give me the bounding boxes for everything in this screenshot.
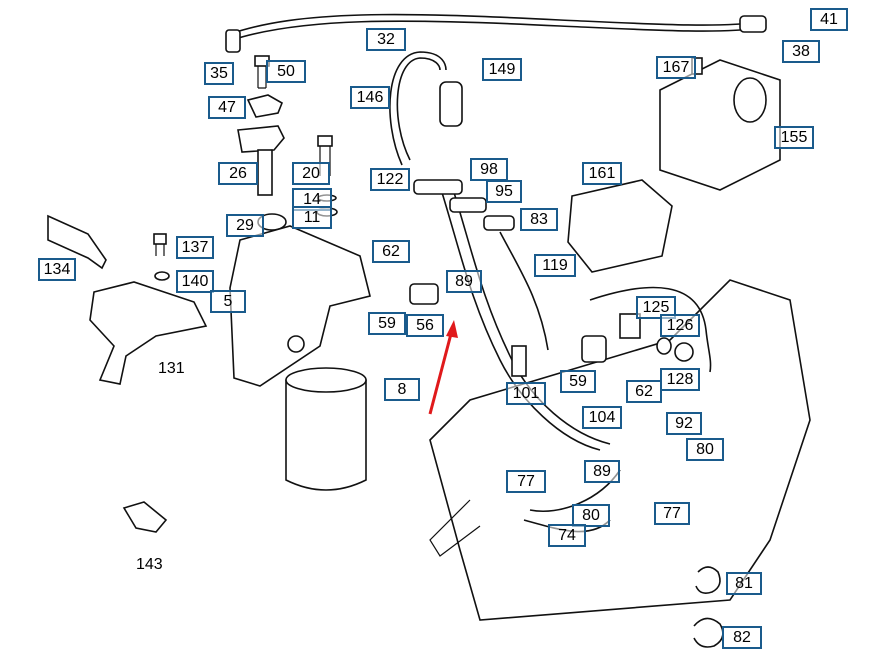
- fuel-line-c: [499, 231, 549, 351]
- fitting-35: [225, 29, 241, 53]
- callout-92[interactable]: 92: [666, 412, 702, 435]
- callout-161[interactable]: 161: [582, 162, 622, 185]
- pump-port: [733, 77, 767, 123]
- callout-81[interactable]: 81: [726, 572, 762, 595]
- callout-167[interactable]: 167: [656, 56, 696, 79]
- pump-shaft: [429, 499, 481, 557]
- callout-62b[interactable]: 62: [626, 380, 662, 403]
- fitting-98: [413, 179, 463, 195]
- bolt-50-shank: [257, 66, 267, 89]
- banjo-125: [619, 313, 641, 339]
- callout-137[interactable]: 137: [176, 236, 214, 259]
- callout-11[interactable]: 11: [292, 206, 332, 229]
- fitting-101: [511, 345, 527, 377]
- label-143: 143: [136, 556, 163, 573]
- bracket-47: [246, 94, 284, 118]
- callout-128[interactable]: 128: [660, 368, 700, 391]
- clamp-82: [693, 617, 724, 648]
- callout-134[interactable]: 134: [38, 258, 76, 281]
- bolt-137-shank: [155, 244, 165, 256]
- callout-125[interactable]: 125: [636, 296, 676, 319]
- washer-140: [154, 271, 170, 281]
- fuel-line-a: [439, 185, 601, 451]
- bolt-137-head: [153, 233, 167, 245]
- fitting-38: [739, 15, 767, 33]
- callout-126[interactable]: 126: [660, 314, 700, 337]
- fitting-95: [449, 197, 487, 213]
- washer-128: [674, 342, 694, 362]
- red-arrow-head: [446, 320, 458, 338]
- callout-41[interactable]: 41: [810, 8, 848, 31]
- fitting-104: [581, 335, 607, 363]
- callout-146[interactable]: 146: [350, 86, 390, 109]
- callout-77[interactable]: 77: [506, 470, 546, 493]
- callout-62[interactable]: 62: [372, 240, 410, 263]
- callout-47[interactable]: 47: [208, 96, 246, 119]
- fitting-56: [409, 283, 439, 305]
- callout-122[interactable]: 122: [370, 168, 410, 191]
- callout-155[interactable]: 155: [774, 126, 814, 149]
- hose-146-inner: [389, 51, 447, 166]
- label-131: 131: [158, 360, 185, 377]
- bracket-134: [47, 214, 107, 270]
- callout-29[interactable]: 29: [226, 214, 264, 237]
- callout-98[interactable]: 98: [470, 158, 508, 181]
- callout-101[interactable]: 101: [506, 382, 546, 405]
- callout-80[interactable]: 80: [686, 438, 724, 461]
- callout-35[interactable]: 35: [204, 62, 234, 85]
- washer-126: [656, 337, 672, 355]
- gasket-161: [567, 179, 673, 273]
- oil-filter-top: [285, 367, 367, 393]
- clamp-81: [695, 566, 721, 594]
- bolt-20-head: [317, 135, 333, 147]
- red-arrow-shaft: [428, 329, 454, 415]
- stud-26: [257, 149, 273, 196]
- vacuum-pump-155: [659, 59, 781, 191]
- callout-59[interactable]: 59: [368, 312, 406, 335]
- callout-82[interactable]: 82: [722, 626, 762, 649]
- callout-80b[interactable]: 80: [572, 504, 610, 527]
- bracket-131: [89, 281, 208, 385]
- flange-26: [237, 125, 285, 153]
- callout-56[interactable]: 56: [406, 314, 444, 337]
- callout-89[interactable]: 89: [446, 270, 482, 293]
- callout-8[interactable]: 8: [384, 378, 420, 401]
- callout-104[interactable]: 104: [582, 406, 622, 429]
- vacuum-line-top-inner: [231, 20, 761, 41]
- callout-59b[interactable]: 59: [560, 370, 596, 393]
- clip-143: [122, 501, 168, 533]
- callout-119[interactable]: 119: [534, 254, 576, 277]
- callout-83[interactable]: 83: [520, 208, 558, 231]
- callout-32[interactable]: 32: [366, 28, 406, 51]
- callout-140[interactable]: 140: [176, 270, 214, 293]
- callout-38[interactable]: 38: [782, 40, 820, 63]
- callout-26[interactable]: 26: [218, 162, 258, 185]
- callout-89b[interactable]: 89: [584, 460, 620, 483]
- callout-149[interactable]: 149: [482, 58, 522, 81]
- callout-74[interactable]: 74: [548, 524, 586, 547]
- housing-port: [287, 335, 305, 353]
- filter-housing-5: [229, 225, 371, 387]
- fitting-83: [483, 215, 515, 231]
- callout-77b[interactable]: 77: [654, 502, 690, 525]
- hose-146: [396, 57, 441, 161]
- callout-50[interactable]: 50: [266, 60, 306, 83]
- callout-95[interactable]: 95: [486, 180, 522, 203]
- valve-149: [439, 81, 463, 127]
- fuel-line-126: [589, 286, 712, 373]
- callout-20[interactable]: 20: [292, 162, 330, 185]
- callout-5[interactable]: 5: [210, 290, 246, 313]
- vacuum-line-top: [229, 13, 761, 35]
